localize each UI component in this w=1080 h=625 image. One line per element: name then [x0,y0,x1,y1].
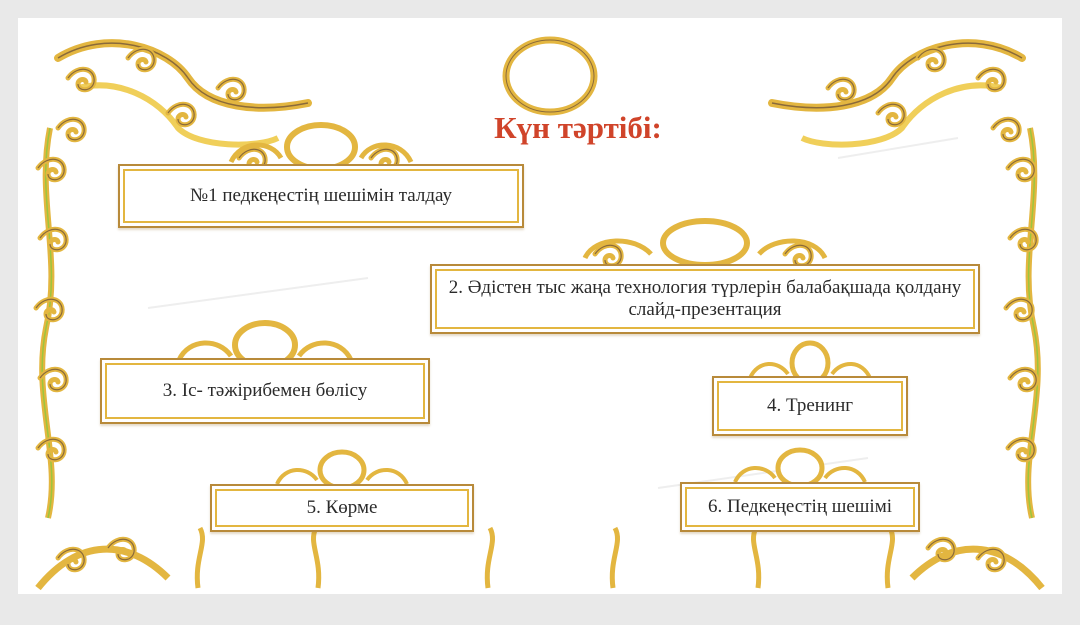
top-right-swirl [768,39,1026,148]
agenda-item-text: 4. Тренинг [712,376,908,436]
agenda-item-6: 6. Педкеңестің шешімі [680,446,920,532]
agenda-item-text: 2. Әдістен тыс жаңа технология түрлерін … [430,264,980,334]
bottom-ornaments [35,526,1045,591]
agenda-item-text: №1 педкеңестің шешімін талдау [118,164,524,228]
top-medallion [502,36,598,116]
left-vine [36,127,66,519]
agenda-item-text: 5. Көрме [210,484,474,532]
slide: Күн тәртібі: №1 педкеңестің шешімін талд… [18,18,1062,594]
agenda-item-1: №1 педкеңестің шешімін талдау [118,120,524,228]
agenda-title: Күн тәртібі: [494,110,662,145]
plaque-crest [228,122,414,170]
agenda-item-2: 2. Әдістен тыс жаңа технология түрлерін … [430,216,980,334]
agenda-item-5: 5. Көрме [210,448,474,532]
agenda-item-text: 6. Педкеңестің шешімі [680,482,920,532]
agenda-item-text: 3. Іс- тәжірибемен бөлісу [100,358,430,424]
agenda-item-3: 3. Іс- тәжірибемен бөлісу [100,318,430,424]
plaque-crest [275,449,409,490]
agenda-item-4: 4. Тренинг [712,340,908,436]
right-vine [1006,127,1041,519]
plaque-crest [582,218,828,266]
